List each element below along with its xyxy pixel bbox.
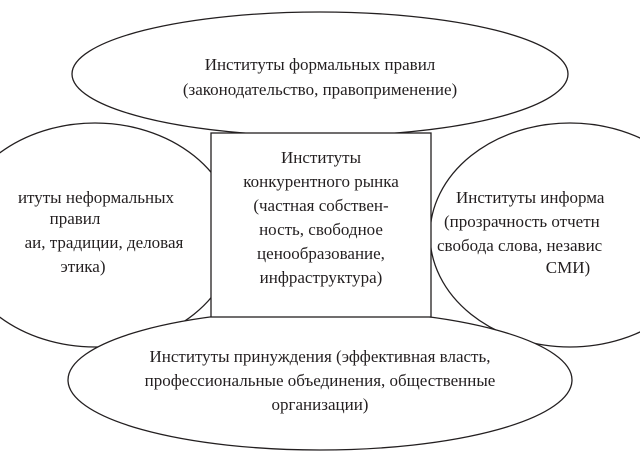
information-institutions-ellipse xyxy=(429,122,640,348)
informal-rules-line-3: аи, традиции, деловая xyxy=(25,233,184,252)
enforcement-line-2: профессиональные объединения, общественн… xyxy=(145,371,496,390)
market-line-1: Институты xyxy=(281,148,362,167)
market-line-6: инфраструктура) xyxy=(260,268,383,287)
enforcement-line-3: организации) xyxy=(272,395,369,414)
formal-rules-title: Институты формальных правил xyxy=(205,55,436,74)
informal-rules-line-4: этика) xyxy=(60,257,105,276)
market-line-3: (частная собствен- xyxy=(253,196,389,215)
informal-rules-line-2: правил xyxy=(50,209,101,228)
market-line-2: конкурентного рынка xyxy=(243,172,399,191)
information-line-4: СМИ) xyxy=(546,258,590,277)
formal-rules-ellipse xyxy=(71,11,569,137)
information-line-3: свобода слова, независ xyxy=(437,236,603,255)
market-line-4: ность, свободное xyxy=(259,220,383,239)
information-line-1: Институты информа xyxy=(456,188,605,207)
enforcement-line-1: Институты принуждения (эффективная власт… xyxy=(150,347,491,366)
information-line-2: (прозрачность отчетн xyxy=(444,212,600,231)
competitive-market-box xyxy=(210,132,432,318)
market-line-5: ценообразование, xyxy=(257,244,385,263)
formal-rules-examples: (законодательство, правоприменение) xyxy=(183,80,457,99)
informal-rules-line-1: итуты неформальных xyxy=(18,188,175,207)
